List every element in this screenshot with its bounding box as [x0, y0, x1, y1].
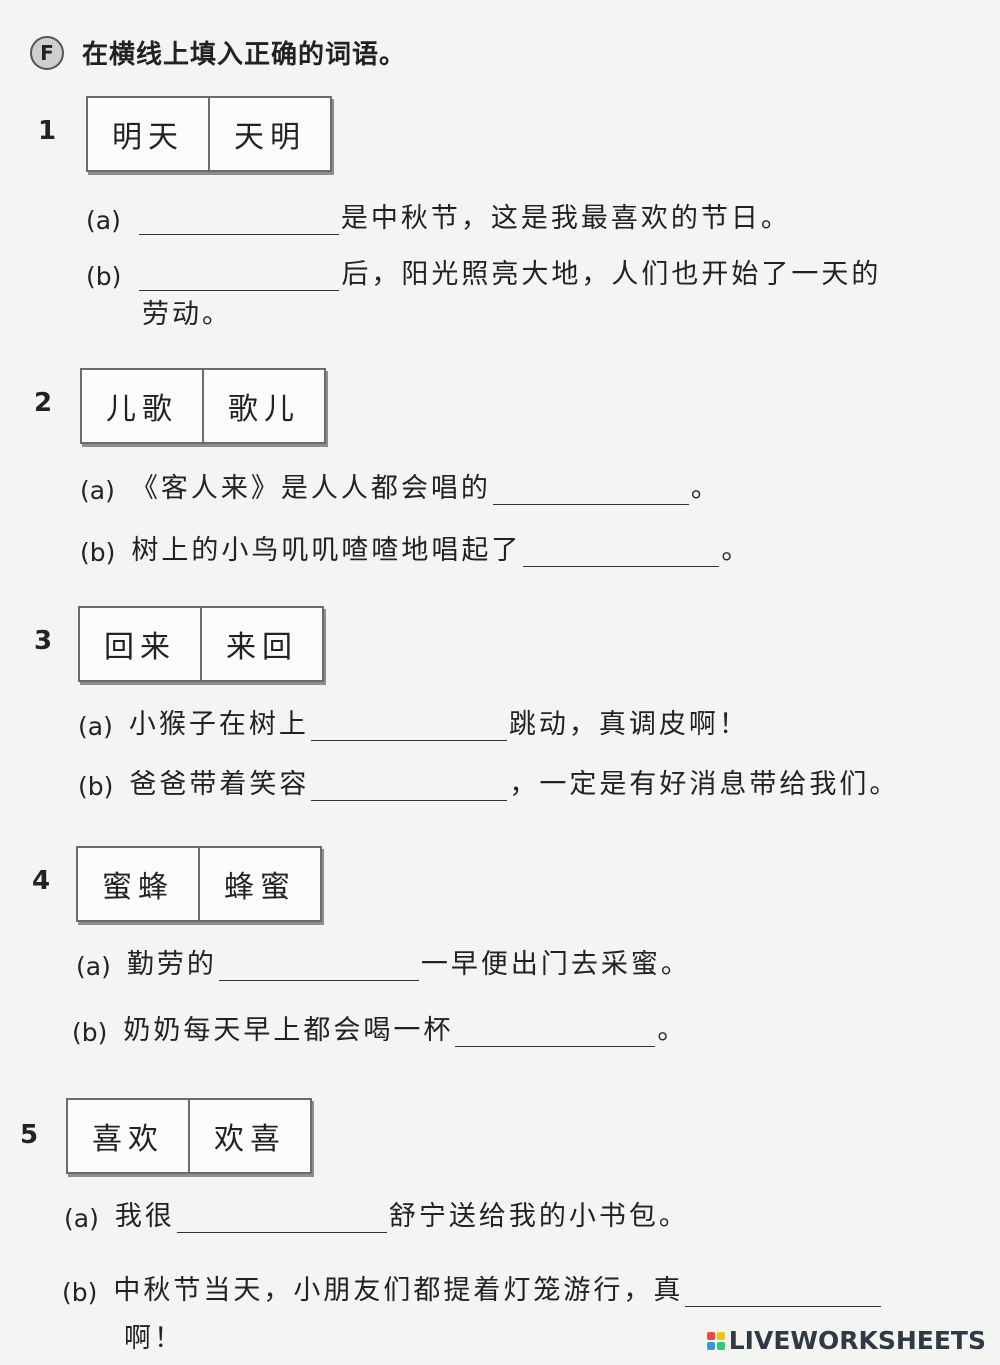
question-5a: (a) 我很 舒宁送给我的小书包。	[64, 1194, 689, 1233]
word-option: 蜜蜂	[102, 870, 174, 905]
answer-blank[interactable]	[176, 1202, 387, 1233]
question-4-word-box: 蜜蜂 蜂蜜	[76, 846, 322, 922]
item-label: (a)	[64, 1204, 99, 1233]
question-3b: (b) 爸爸带着笑容 ，一定是有好消息带给我们。	[78, 762, 899, 801]
sentence-continuation: 啊！	[124, 1323, 184, 1354]
item-label: (a)	[86, 206, 121, 235]
question-2-word-box: 儿歌 歌儿	[80, 368, 326, 444]
sentence-before: 《客人来》是人人都会唱的	[130, 473, 491, 504]
sentence-before: 中秋节当天，小朋友们都提着灯笼游行，真	[113, 1275, 684, 1306]
sentence-before: 小猴子在树上	[128, 709, 309, 740]
item-label: (b)	[62, 1278, 98, 1307]
question-5-word-box: 喜欢 欢喜	[66, 1098, 312, 1174]
answer-blank[interactable]	[492, 474, 689, 505]
liveworksheets-watermark: LIVEWORKSHEETS	[706, 1326, 986, 1355]
answer-blank[interactable]	[685, 1276, 882, 1307]
item-label: (a)	[76, 952, 111, 981]
question-1a: (a) 是中秋节，这是我最喜欢的节日。	[86, 196, 791, 235]
section-badge: F	[30, 35, 64, 70]
word-option: 明天	[112, 120, 184, 155]
sentence-after: 。	[690, 473, 721, 504]
question-2b: (b) 树上的小鸟叽叽喳喳地唱起了 。	[80, 528, 751, 567]
instruction-text: 在横线上填入正确的词语。	[82, 40, 407, 70]
answer-blank[interactable]	[138, 204, 339, 235]
item-label: (b)	[78, 772, 114, 801]
section-header: F 在横线上填入正确的词语。	[30, 34, 406, 71]
sentence-before: 爸爸带着笑容	[129, 769, 310, 800]
word-option: 喜欢	[92, 1122, 164, 1157]
word-option: 天明	[208, 98, 330, 170]
answer-blank[interactable]	[218, 950, 419, 981]
question-3-number: 3	[34, 626, 53, 656]
question-2a: (a) 《客人来》是人人都会唱的 。	[80, 466, 721, 505]
sentence-continuation: 劳动。	[142, 299, 232, 330]
sentence-after: 。	[721, 535, 752, 566]
answer-blank[interactable]	[139, 260, 340, 291]
question-3a: (a) 小猴子在树上 跳动，真调皮啊！	[78, 702, 749, 741]
sentence-after: 一早便出门去采蜜。	[420, 949, 691, 980]
sentence-after: 是中秋节，这是我最喜欢的节日。	[340, 203, 791, 234]
question-5b-continued: 啊！	[124, 1316, 184, 1355]
question-5b: (b) 中秋节当天，小朋友们都提着灯笼游行，真	[62, 1268, 883, 1307]
question-4-number: 4	[32, 866, 51, 896]
answer-blank[interactable]	[455, 1016, 656, 1047]
answer-blank[interactable]	[311, 770, 508, 801]
sentence-after: ，一定是有好消息带给我们。	[509, 769, 900, 800]
word-option: 歌儿	[202, 370, 324, 442]
item-label: (b)	[80, 538, 116, 567]
item-label: (a)	[80, 476, 115, 505]
item-label: (b)	[72, 1018, 108, 1047]
word-option: 欢喜	[188, 1100, 310, 1172]
word-option: 回来	[104, 630, 176, 665]
answer-blank[interactable]	[523, 536, 720, 567]
question-4b: (b) 奶奶每天早上都会喝一杯 。	[72, 1008, 687, 1047]
item-label: (a)	[78, 712, 113, 741]
sentence-after: 舒宁送给我的小书包。	[388, 1201, 689, 1232]
question-2-number: 2	[34, 388, 53, 418]
question-1b-continued: 劳动。	[142, 292, 232, 331]
question-1-word-box: 明天 天明	[86, 96, 332, 172]
item-label: (b)	[86, 262, 122, 291]
sentence-before: 勤劳的	[126, 949, 217, 980]
sentence-after: 跳动，真调皮啊！	[508, 709, 749, 740]
word-option: 儿歌	[106, 392, 178, 427]
sentence-after: 。	[657, 1015, 688, 1046]
sentence-before: 树上的小鸟叽叽喳喳地唱起了	[131, 535, 522, 566]
question-1-number: 1	[38, 116, 57, 146]
sentence-before: 我很	[114, 1201, 175, 1232]
word-option: 蜂蜜	[198, 848, 320, 920]
question-3-word-box: 回来 来回	[78, 606, 324, 682]
sentence-before: 奶奶每天早上都会喝一杯	[123, 1015, 454, 1046]
question-4a: (a) 勤劳的 一早便出门去采蜜。	[76, 942, 691, 981]
answer-blank[interactable]	[310, 710, 507, 741]
brand-text: LIVEWORKSHEETS	[728, 1326, 986, 1355]
liveworksheets-logo-icon	[706, 1331, 725, 1350]
question-1b: (b) 后，阳光照亮大地，人们也开始了一天的	[86, 252, 881, 291]
word-option: 来回	[200, 608, 322, 680]
sentence-after: 后，阳光照亮大地，人们也开始了一天的	[341, 259, 882, 290]
question-5-number: 5	[20, 1120, 39, 1150]
